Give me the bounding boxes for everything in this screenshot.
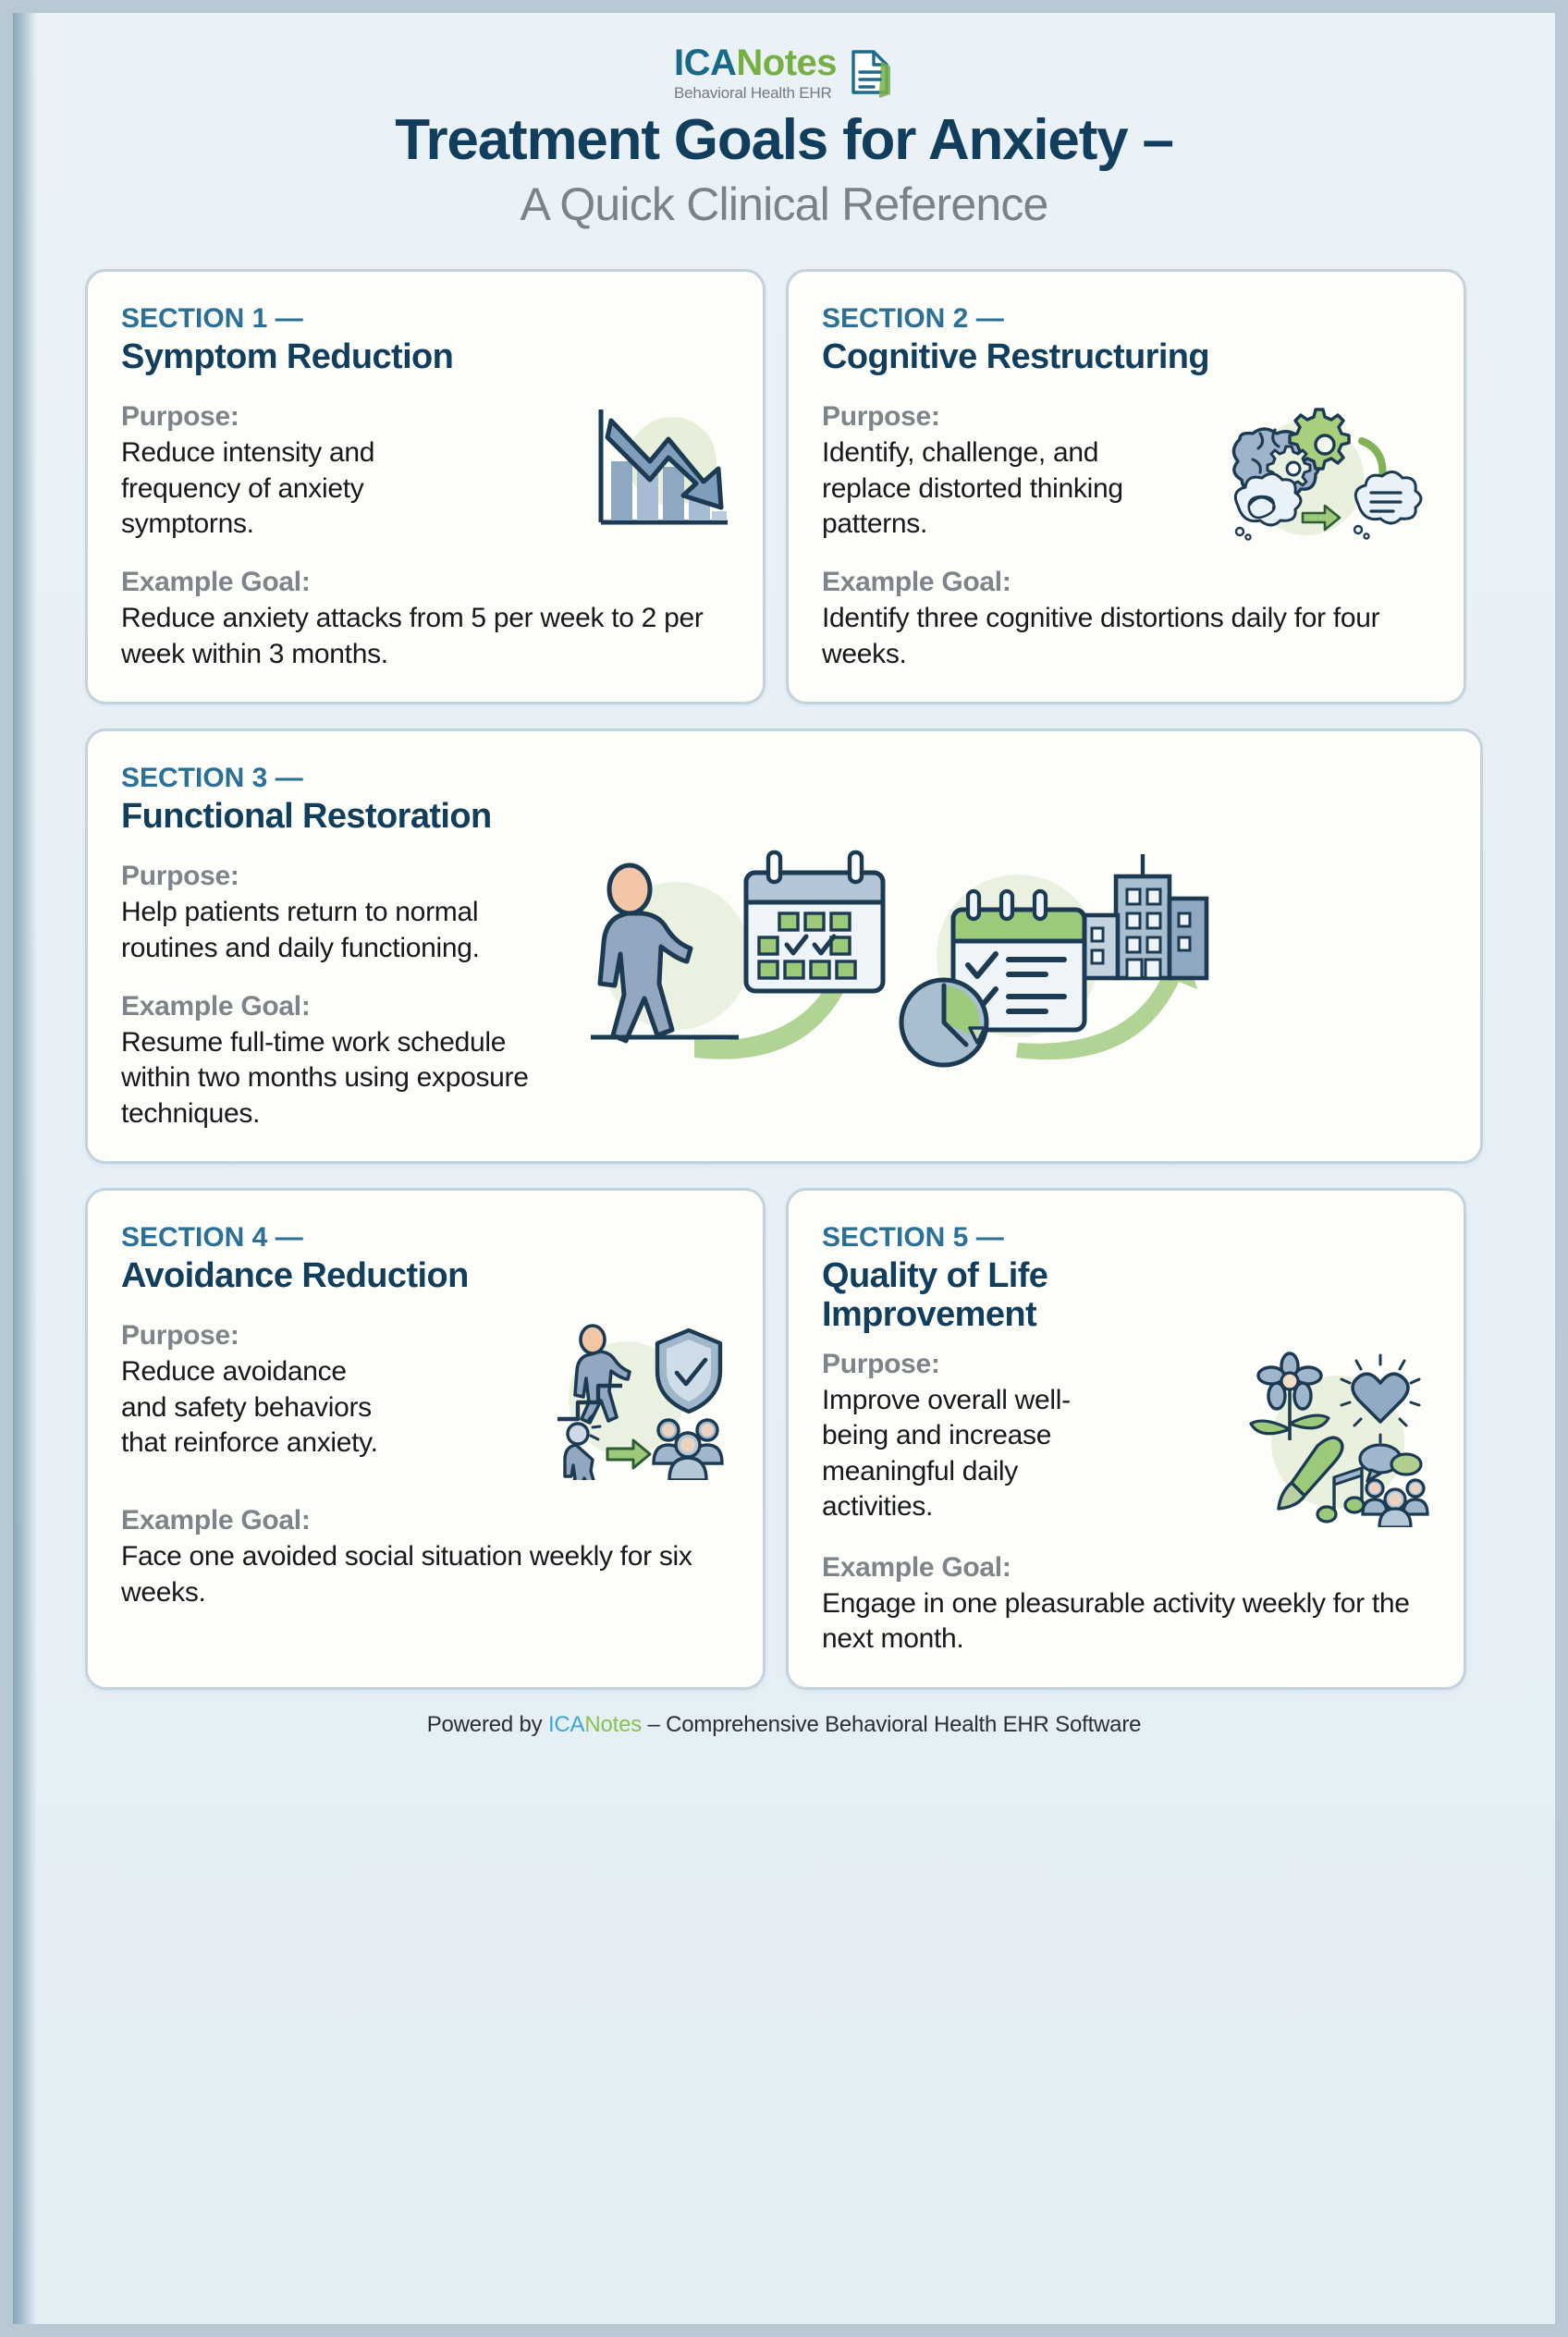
purpose-label: Purpose: <box>121 861 239 892</box>
footer-prefix: Powered by <box>426 1711 548 1737</box>
section-label: SECTION 1 — <box>121 303 303 335</box>
goal-block: Example Goal: Reduce anxiety attacks fro… <box>121 566 729 672</box>
logo-notes-text: Notes <box>736 42 838 83</box>
goal-label: Example Goal: <box>822 567 1011 598</box>
purpose-label: Purpose: <box>121 401 239 433</box>
section-card-symptom-reduction[interactable]: SECTION 1 — Symptom Reduction Purpose: R… <box>85 269 766 705</box>
goal-text: Reduce anxiety attacks from 5 per week t… <box>121 603 704 669</box>
goal-label: Example Goal: <box>121 991 311 1022</box>
footer-brand-ica: ICA <box>547 1711 585 1737</box>
brain-gears-thought-bubbles-icon <box>1218 402 1430 541</box>
footer-suffix: – Comprehensive Behavioral Health EHR So… <box>642 1711 1142 1737</box>
goal-label: Example Goal: <box>121 567 311 598</box>
goal-text: Resume full-time work schedule within tw… <box>121 1027 529 1129</box>
goal-block: Example Goal: Resume full-time work sche… <box>121 990 556 1132</box>
brand-header: ICANotes Behavioral Health EHR <box>85 13 1483 105</box>
goal-block: Example Goal: Face one avoided social si… <box>121 1504 729 1610</box>
logo-ica-text: ICA <box>673 42 737 83</box>
purpose-label: Purpose: <box>822 1348 940 1379</box>
page-subtitle: A Quick Clinical Reference <box>520 178 1048 231</box>
section-text: Purpose: Reduce avoidance and safety beh… <box>121 1319 545 1480</box>
walking-person-calendar-checklist-clock-buildings-icon <box>583 845 1231 1076</box>
grid-row-1: SECTION 1 — Symptom Reduction Purpose: R… <box>85 269 1483 705</box>
person-stairs-shield-group-icon <box>554 1323 729 1481</box>
section-text: Purpose: Reduce intensity and frequency … <box>121 400 583 542</box>
section-body: Purpose: Identify, challenge, and replac… <box>822 400 1430 542</box>
purpose-block: Purpose: Help patients return to normal … <box>121 860 556 966</box>
section-title: Avoidance Reduction <box>121 1255 469 1295</box>
purpose-text: Help patients return to normal routines … <box>121 897 480 963</box>
section-body: Purpose: Improve overall well-being and … <box>822 1348 1430 1527</box>
goal-block: Example Goal: Engage in one pleasurable … <box>822 1551 1430 1658</box>
section-title: Functional Restoration <box>121 796 492 836</box>
section-text: Purpose: Identify, challenge, and replac… <box>822 400 1208 542</box>
goal-label: Example Goal: <box>121 1505 311 1536</box>
purpose-label: Purpose: <box>822 401 940 433</box>
goal-text: Engage in one pleasurable activity weekl… <box>822 1587 1410 1655</box>
section-title: Quality of Life Improvement <box>822 1255 1048 1335</box>
section-label: SECTION 4 — <box>121 1222 303 1254</box>
logo-tagline: Behavioral Health EHR <box>673 83 832 102</box>
section-card-quality-of-life-improvement[interactable]: SECTION 5 — Quality of Life Improvement … <box>786 1188 1466 1690</box>
goal-text: Identify three cognitive distortions dai… <box>822 603 1380 669</box>
grid-row-2: SECTION 3 — Functional Restoration Purpo… <box>85 728 1483 1165</box>
logo-wordmark: ICANotes <box>673 42 838 83</box>
goal-label: Example Goal: <box>822 1551 1011 1583</box>
section-card-functional-restoration[interactable]: SECTION 3 — Functional Restoration Purpo… <box>85 728 1483 1165</box>
section-card-avoidance-reduction[interactable]: SECTION 4 — Avoidance Reduction Purpose:… <box>85 1188 766 1690</box>
declining-bar-chart-arrow-icon <box>591 404 729 529</box>
document-icon <box>844 46 894 98</box>
purpose-text: Reduce intensity and frequency of anxiet… <box>121 437 375 540</box>
purpose-text: Reduce avoidance and safety behaviors th… <box>121 1356 378 1459</box>
purpose-text: Improve overall well-being and increase … <box>822 1384 1071 1522</box>
grid-row-3: SECTION 4 — Avoidance Reduction Purpose:… <box>85 1188 1483 1690</box>
goal-block: Example Goal: Identify three cognitive d… <box>822 566 1430 672</box>
section-title: Cognitive Restructuring <box>822 336 1210 376</box>
logo-text-block: ICANotes Behavioral Health EHR <box>673 42 838 103</box>
section-body: Purpose: Reduce avoidance and safety beh… <box>121 1319 729 1481</box>
section-label: SECTION 3 — <box>121 763 303 794</box>
section-card-cognitive-restructuring[interactable]: SECTION 2 — Cognitive Restructuring Purp… <box>786 269 1466 705</box>
purpose-text: Identify, challenge, and replace distort… <box>822 437 1123 540</box>
section-body: Purpose: Help patients return to normal … <box>121 836 1447 1132</box>
title-block: Treatment Goals for Anxiety – A Quick Cl… <box>85 108 1483 231</box>
section-text: Purpose: Improve overall well-being and … <box>822 1348 1234 1527</box>
section-text: Purpose: Help patients return to normal … <box>121 836 556 1132</box>
purpose-label: Purpose: <box>121 1320 239 1352</box>
sections-grid: SECTION 1 — Symptom Reduction Purpose: R… <box>85 269 1483 1690</box>
footer: Powered by ICANotes – Comprehensive Beha… <box>85 1690 1483 1738</box>
section-title: Symptom Reduction <box>121 336 454 376</box>
section-label: SECTION 2 — <box>822 303 1004 335</box>
flower-heart-paintbrush-music-people-icon <box>1245 1352 1430 1527</box>
footer-brand-notes: Notes <box>584 1711 643 1737</box>
icanotes-logo[interactable]: ICANotes Behavioral Health EHR <box>674 44 894 103</box>
section-body: Purpose: Reduce intensity and frequency … <box>121 400 729 542</box>
page-title: Treatment Goals for Anxiety – <box>395 108 1174 172</box>
section-label: SECTION 5 — <box>822 1222 1004 1254</box>
goal-text: Face one avoided social situation weekly… <box>121 1541 692 1608</box>
